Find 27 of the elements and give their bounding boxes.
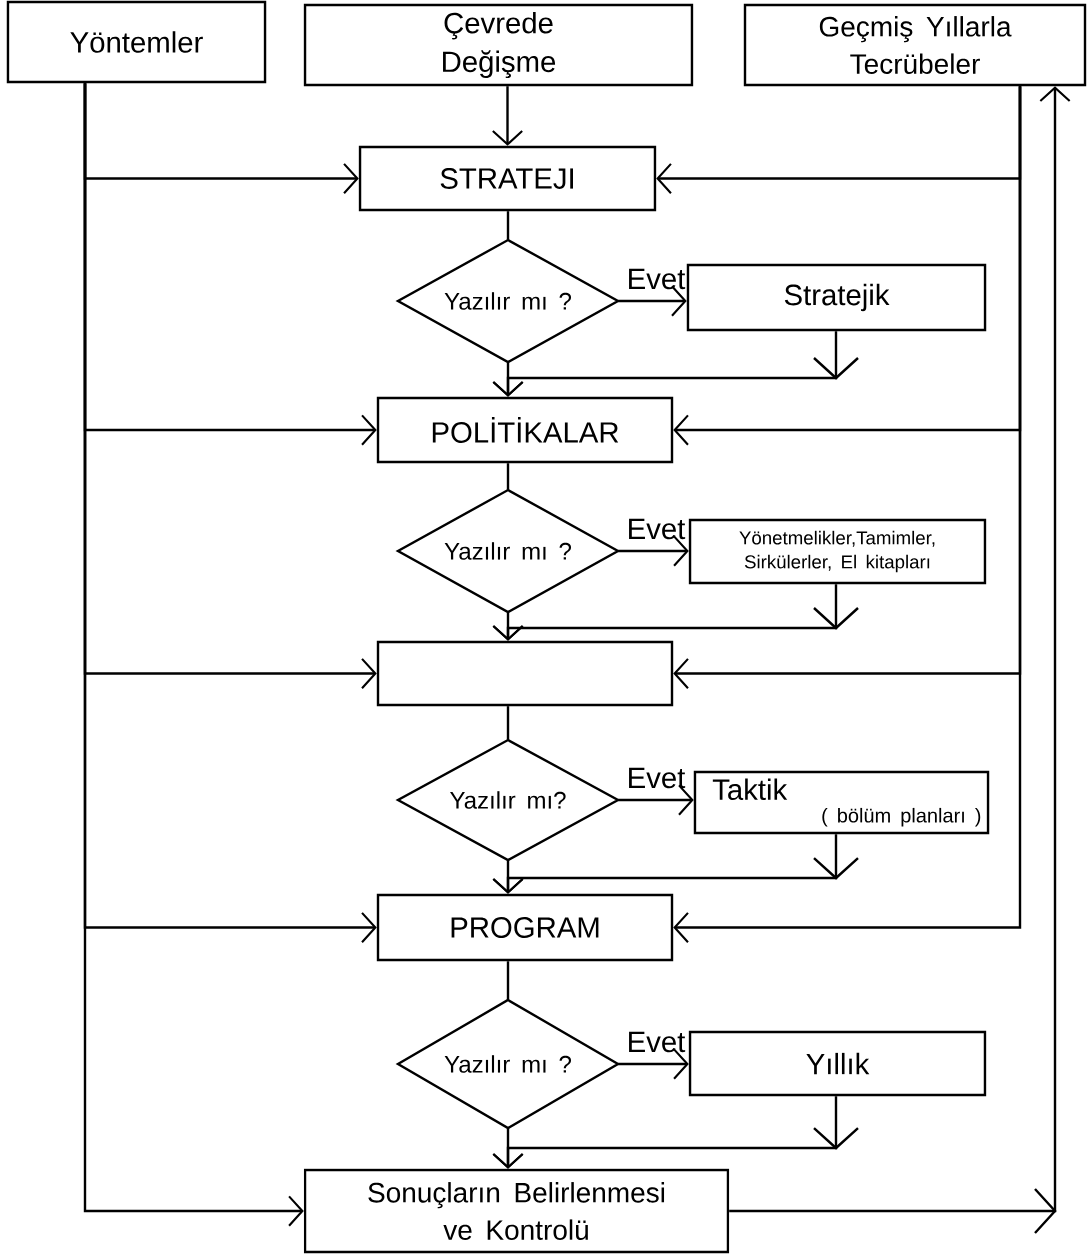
arrow [492,584,859,641]
process-box: Stratejik [686,263,987,332]
edge-label: Evet [629,767,686,789]
arrow [618,1048,689,1080]
edge-label: Evet [629,1031,686,1053]
arrow [618,285,687,317]
arrow [673,86,1022,943]
arrow [729,86,1071,1234]
process-box: Yöntemler [6,0,267,84]
process-box: POLİTİKALAR [376,396,674,464]
arrow [492,331,859,397]
process-box: Yıllık [688,1030,987,1097]
process-box: Geçmiş Yıllarla Tecrübeler [743,3,1087,87]
process-box: Taktik ( bölüm planları ) [693,770,990,835]
arrow [618,784,694,816]
arrow [492,1096,859,1169]
process-box: STRATEJI [358,145,657,212]
process-box: Sonuçların Belirlenmesi ve Kontrolü [303,1168,730,1254]
edge-label: Evet [629,268,686,290]
arrow [618,535,689,567]
process-box: PROGRAM [376,893,674,962]
arrow [492,834,859,894]
process-box [376,640,674,707]
process-box: Çevrede Değişme [303,3,694,87]
arrow [83,83,304,1227]
edge-label: Evet [629,518,686,540]
process-box: Yönetmelikler,Tamimler, Sirkülerler, El kitapları [688,518,987,585]
